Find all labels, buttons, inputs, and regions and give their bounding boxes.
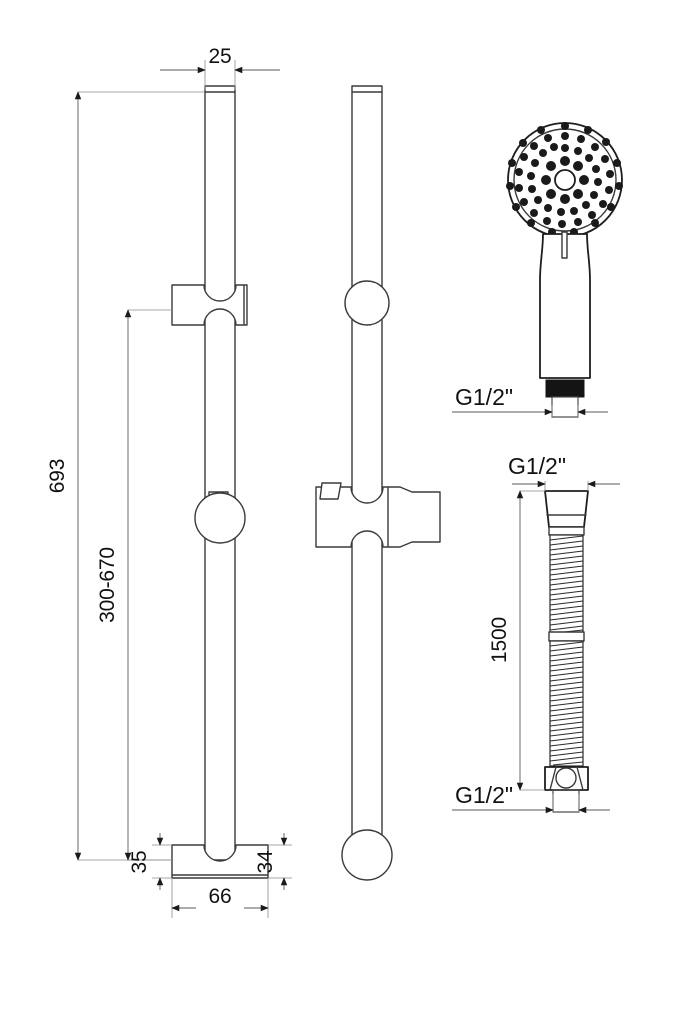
hose-top-collar [548, 526, 585, 536]
dim-label-35: 35 [128, 851, 151, 874]
dim-rail-width-25: 25 [160, 45, 280, 90]
wall-mount-side [344, 280, 390, 326]
thread-label-hose-top: G1/2" [508, 453, 566, 479]
rail-tube-side [351, 85, 383, 861]
dim-slider-range-300-670: 300-670 [96, 309, 172, 861]
slider-bracket-front [171, 284, 248, 326]
hose-bottom-nut [544, 766, 589, 791]
dim-label-300-670: 300-670 [96, 547, 119, 623]
dim-label-34: 34 [254, 850, 277, 873]
side-view-rail [315, 85, 441, 881]
thread-label-shower: G1/2" [455, 384, 513, 410]
slider-bracket-side [315, 482, 441, 548]
base-plate-front [171, 844, 269, 879]
shower-connector-nut [545, 379, 585, 398]
hand-shower-view [506, 122, 623, 418]
dim-base-width-66: 66 [171, 878, 269, 918]
front-view-rail [171, 85, 269, 879]
thread-label-hose-bottom: G1/2" [455, 782, 513, 808]
rail-tube-front [204, 85, 236, 861]
shower-handle-slot [561, 231, 568, 259]
shower-handle [539, 233, 591, 379]
hose-mid-joint [548, 631, 585, 642]
dim-hose-length-1500: 1500 [488, 490, 545, 791]
dim-label-66: 66 [209, 885, 232, 908]
thread-hose-top: G1/2" [508, 453, 620, 491]
dim-base-height-35: 35 [128, 833, 172, 890]
wall-mount-disc [194, 492, 246, 544]
shower-nozzle-dots-mid [527, 143, 602, 216]
slider-bracket-side-tab [319, 482, 342, 500]
wall-mount-front [194, 491, 246, 544]
rail-bottom-end-side [341, 829, 393, 881]
thread-hose-bottom: G1/2" [452, 782, 610, 814]
shower-center-hub [554, 169, 576, 191]
dim-label-1500: 1500 [488, 617, 511, 663]
hose-coil-upper [549, 535, 584, 634]
dim-label-693: 693 [46, 459, 69, 493]
hose-view [544, 490, 589, 813]
thread-hand-shower-outlet: G1/2" [452, 384, 608, 417]
hose-coil-lower [549, 641, 584, 766]
shower-nozzle-dots-inner [541, 156, 589, 204]
dim-total-height-693: 693 [46, 91, 205, 861]
hose-top-nut [544, 490, 589, 528]
dim-label-25: 25 [209, 45, 232, 68]
dim-base-depth-34: 34 [254, 833, 292, 890]
shower-nozzle-dots-outer [515, 132, 614, 228]
